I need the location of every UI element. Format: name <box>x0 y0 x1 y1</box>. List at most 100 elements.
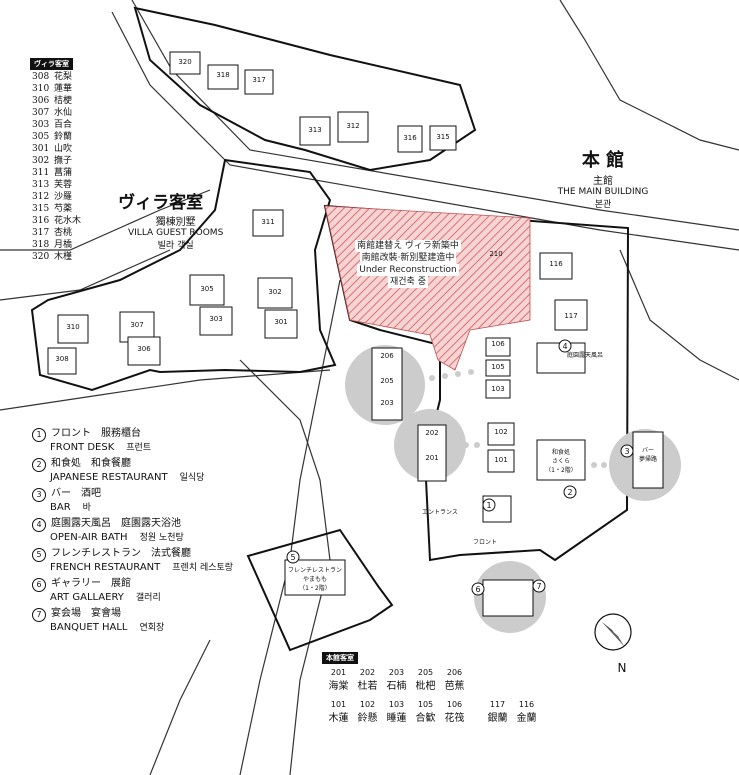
japanese-restaurant-label[interactable]: 和食処 <box>552 448 570 456</box>
map-room-310[interactable]: 310 <box>66 323 79 331</box>
front-label[interactable]: フロント <box>473 539 497 546</box>
map-room-205[interactable]: 205 <box>380 377 393 385</box>
villa-room-item[interactable]: 316 花水木 <box>32 215 81 227</box>
bath-label[interactable]: 庭園露天風呂 <box>567 351 603 359</box>
map-room-203[interactable]: 203 <box>380 399 393 407</box>
main-building-title-jp: 本 館 <box>581 150 625 171</box>
main-room-item[interactable]: 205 枇杷 <box>411 668 440 692</box>
main-room-number: 105 <box>417 700 434 709</box>
villa-room-number: 307 <box>32 108 50 118</box>
facility-number-badge: 1 <box>32 428 46 442</box>
map-room-320[interactable]: 320 <box>178 58 191 66</box>
french-restaurant-label[interactable]: フレンチレストラン <box>288 567 342 574</box>
map-room-316[interactable]: 316 <box>403 134 417 142</box>
bar-label[interactable]: バー <box>642 447 654 454</box>
svg-text:3: 3 <box>624 447 629 456</box>
villa-room-number: 302 <box>32 156 50 166</box>
japanese-restaurant-floor: （1・2階） <box>545 466 577 474</box>
main-room-name: 銀蘭 <box>487 713 508 724</box>
villa-room-number: 316 <box>32 216 50 226</box>
map-room-317[interactable]: 317 <box>252 76 265 84</box>
villa-area-title: ヴィラ客室 獨棟別墅 VILLA GUEST ROOMS 빌라 객실 <box>98 188 223 251</box>
map-room-302[interactable]: 302 <box>268 288 281 296</box>
facility-name-ko: 프런트 <box>126 443 152 453</box>
compass-north-label: N <box>618 661 627 675</box>
villa-room-name: 芍薬 <box>54 204 73 214</box>
map-room-303[interactable]: 303 <box>209 315 222 323</box>
japanese-restaurant-name[interactable]: さくら <box>552 458 570 465</box>
map-room-202[interactable]: 202 <box>425 429 438 437</box>
map-room-102[interactable]: 102 <box>494 428 507 436</box>
map-room-105[interactable]: 105 <box>491 363 504 371</box>
map-room-312[interactable]: 312 <box>346 122 359 130</box>
map-room-106[interactable]: 106 <box>491 340 505 348</box>
villa-room-name: 鈴蘭 <box>54 132 73 142</box>
map-room-101[interactable]: 101 <box>494 456 507 464</box>
map-room-311[interactable]: 311 <box>261 218 274 226</box>
french-restaurant-floor: （1・2階） <box>299 584 331 592</box>
main-building-title: 本 館 主館 THE MAIN BUILDING 본관 <box>543 146 663 210</box>
map-room-318[interactable]: 318 <box>216 71 229 79</box>
facility-name-jp: 庭園露天風呂 庭園露天浴池 <box>51 518 181 529</box>
french-restaurant-name[interactable]: やまもも <box>303 575 327 583</box>
facility-name-jp: ギャラリー 展館 <box>51 578 131 589</box>
map-room-306[interactable]: 306 <box>137 345 151 353</box>
map-room-117[interactable]: 117 <box>564 312 577 320</box>
facility-name-en: BANQUET HALL <box>50 622 128 633</box>
map-room-307[interactable]: 307 <box>130 321 143 329</box>
villa-area-title-ko: 빌라 객실 <box>157 241 194 251</box>
map-room-305[interactable]: 305 <box>200 285 213 293</box>
entrance-label[interactable]: エントランス <box>422 509 458 516</box>
map-room-308[interactable]: 308 <box>55 355 68 363</box>
villa-room-number: 320 <box>32 252 50 262</box>
map-room-301[interactable]: 301 <box>274 318 287 326</box>
map-room-116[interactable]: 116 <box>549 260 563 268</box>
main-room-number: 205 <box>417 668 434 677</box>
villa-room-name: 花水木 <box>54 216 82 226</box>
villa-room-number: 306 <box>32 96 50 106</box>
map-room-313[interactable]: 313 <box>308 126 321 134</box>
map-room-206[interactable]: 206 <box>380 352 394 360</box>
map-room-103[interactable]: 103 <box>491 385 504 393</box>
map-room-210[interactable]: 210 <box>489 250 502 258</box>
main-room-name: 枇杷 <box>415 681 436 692</box>
map-room-201[interactable]: 201 <box>425 454 438 462</box>
villa-area-outline <box>30 6 477 392</box>
map-room-315[interactable]: 315 <box>436 133 449 141</box>
